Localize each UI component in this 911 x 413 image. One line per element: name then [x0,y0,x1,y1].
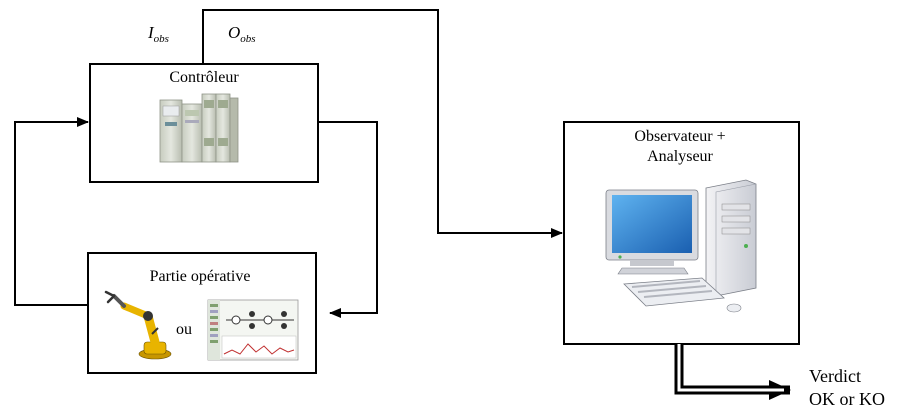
verdict-arrow [674,344,791,400]
controller-to-plant-line [318,121,378,318]
svg-text:Oobs: Oobs [228,23,256,45]
analyzer-label-line2: Analyseur [647,148,713,165]
analyzer-block: Observateur + Analyseur [563,121,800,345]
plant-block: Partie opérative ou [87,252,317,374]
plant-label: Partie opérative [150,268,251,285]
output-signal-label: Oobs [228,23,256,45]
input-signal-label: Iobs [147,23,169,45]
verdict-label-line2: OK or KO [809,389,885,409]
plc-icon [159,93,239,163]
verdict-label-line1: Verdict [809,366,861,386]
controller-label: Contrôleur [169,69,239,86]
plant-to-controller-line [14,117,89,306]
plant-connector-text: ou [176,321,192,338]
svg-text:Iobs: Iobs [147,23,169,45]
simulation-software-icon [207,299,299,361]
robot-arm-icon [104,290,172,360]
controller-block: Contrôleur [89,63,319,183]
observation-line [202,9,563,238]
desktop-computer-icon [605,179,757,313]
analyzer-label-line1: Observateur + [634,128,725,145]
